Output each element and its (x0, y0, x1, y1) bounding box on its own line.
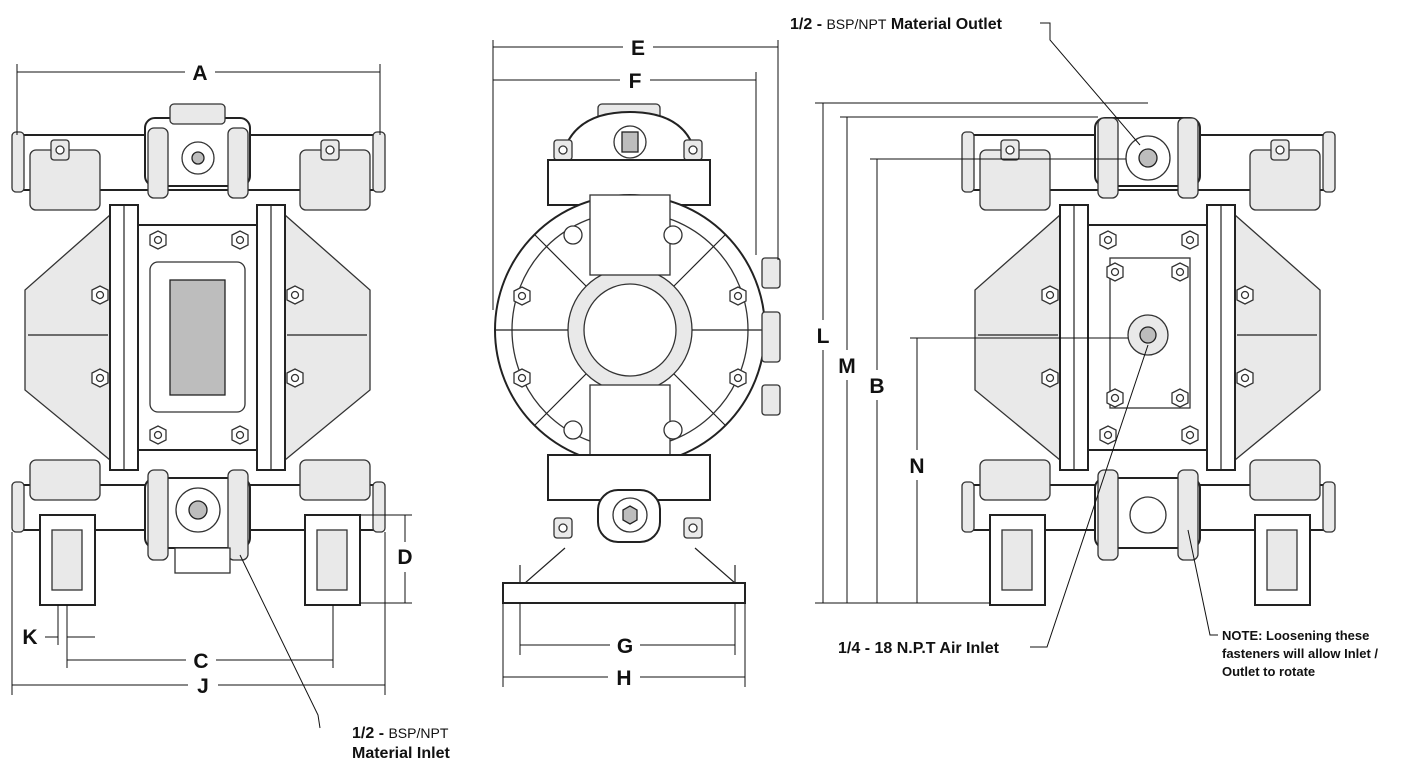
note-line-2: fasteners will allow Inlet / (1222, 646, 1378, 661)
note-line-3: Outlet to rotate (1222, 664, 1315, 679)
dim-label-f: F (629, 70, 642, 93)
dim-label-l: L (817, 325, 830, 348)
rear-view (961, 117, 1336, 606)
dim-label-g: G (617, 635, 633, 658)
dim-label-m: M (838, 355, 856, 378)
material-inlet-callout: 1/2 - BSP/NPT (352, 725, 449, 742)
dim-label-k: K (22, 626, 37, 649)
dim-label-a: A (192, 62, 207, 85)
air-inlet-callout: 1/4 - 18 N.P.T Air Inlet (838, 640, 1000, 657)
note-line-1: NOTE: Loosening these (1222, 628, 1369, 643)
dimension-lines (11, 22, 1218, 729)
dim-label-n: N (909, 455, 924, 478)
material-outlet-callout: 1/2 - BSP/NPT Material Outlet (790, 16, 1003, 33)
front-view (11, 103, 386, 606)
dim-label-d: D (397, 546, 412, 569)
dim-label-e: E (631, 37, 645, 60)
dim-label-h: H (616, 667, 631, 690)
side-view (494, 103, 781, 604)
dimension-labels: A E F G H C J K D L M B N (22, 37, 924, 698)
material-inlet-label: Material Inlet (352, 745, 450, 762)
dim-label-c: C (193, 650, 208, 673)
callouts: 1/2 - BSP/NPT Material Outlet 1/2 - BSP/… (352, 16, 1378, 762)
dim-label-b: B (869, 375, 884, 398)
dim-label-j: J (197, 675, 209, 698)
